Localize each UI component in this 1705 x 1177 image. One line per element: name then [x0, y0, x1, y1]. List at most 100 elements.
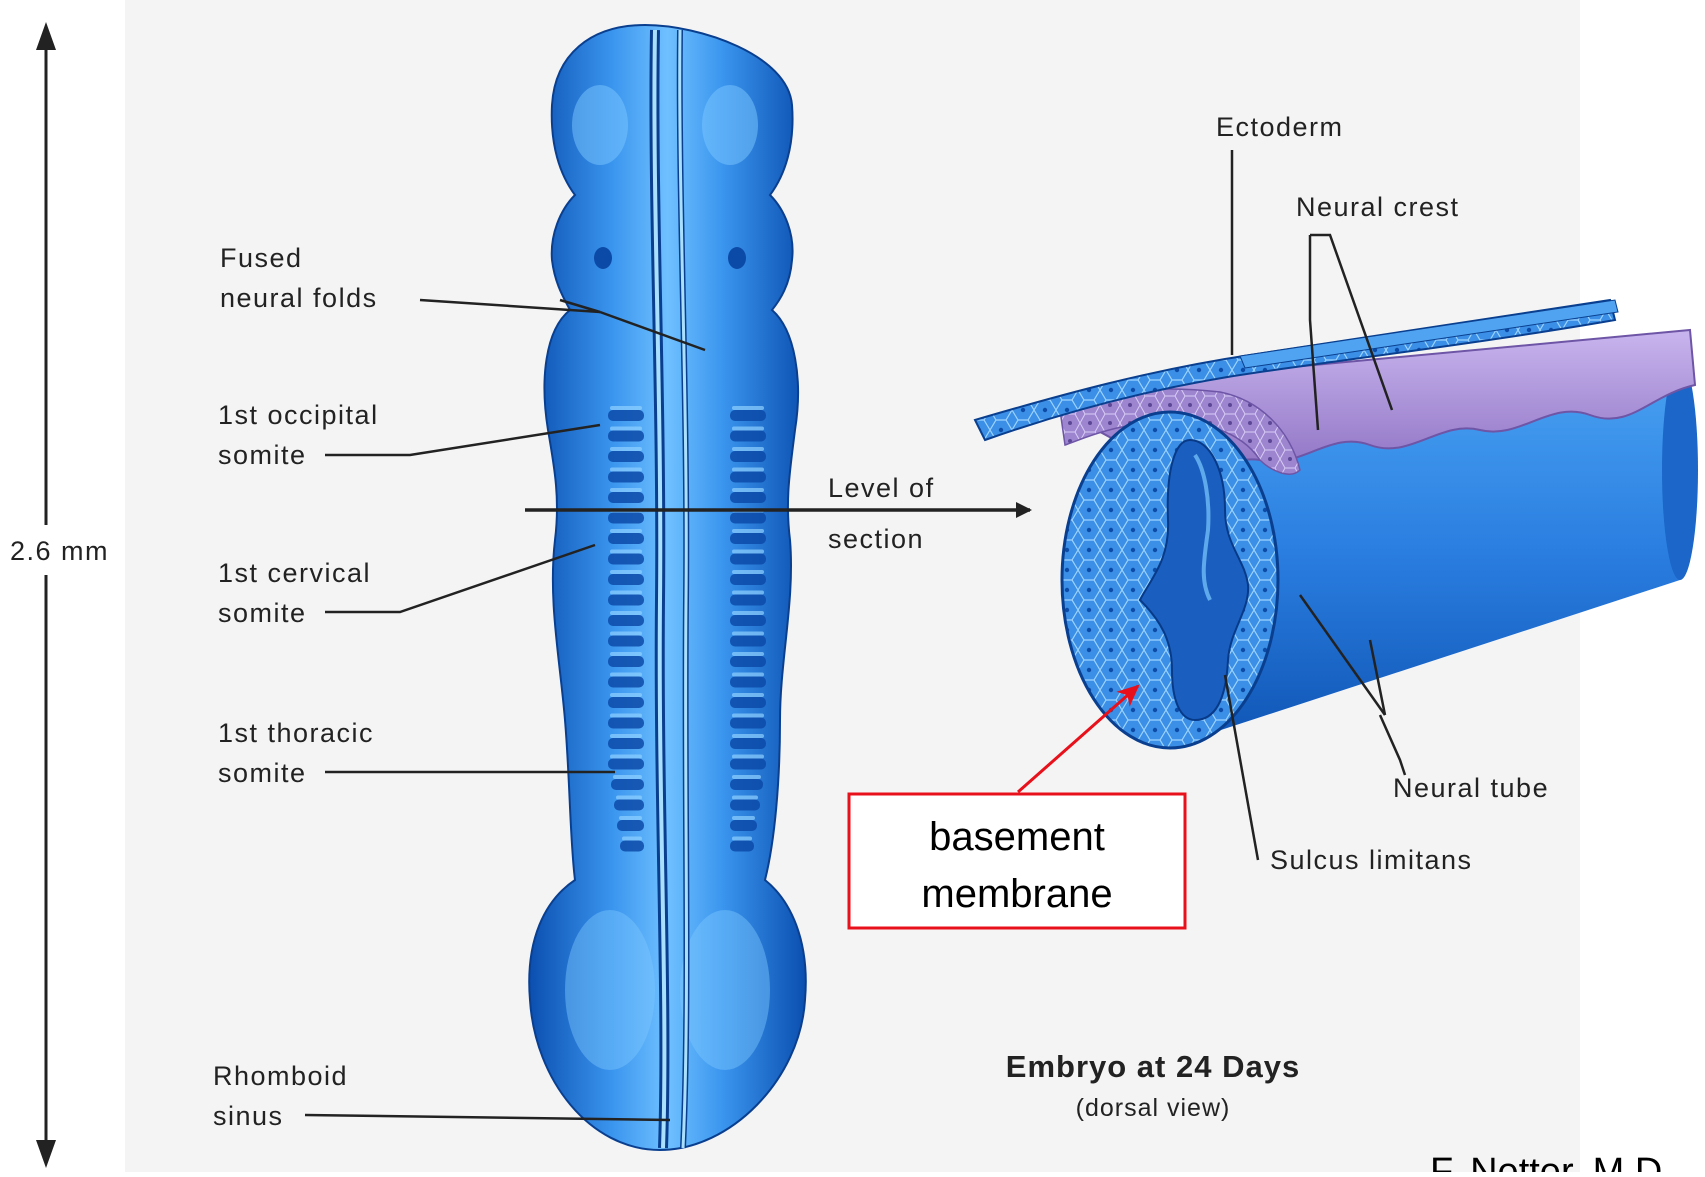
- label-thoracic-2: somite: [218, 758, 307, 788]
- somite: [608, 431, 644, 442]
- somite: [730, 410, 766, 421]
- somite: [730, 738, 766, 749]
- somite-highlight: [610, 529, 642, 533]
- somite: [730, 636, 766, 647]
- label-neural-crest: Neural crest: [1296, 192, 1460, 222]
- somite: [730, 492, 766, 503]
- scale-label: 2.6 mm: [10, 536, 109, 566]
- somite-highlight: [732, 570, 764, 574]
- somite-highlight: [610, 611, 642, 615]
- somite: [730, 554, 766, 565]
- somite: [608, 554, 644, 565]
- somite: [730, 595, 766, 606]
- label-section-2: section: [828, 524, 924, 554]
- somite: [730, 574, 766, 585]
- somite-highlight: [610, 447, 642, 451]
- somite-highlight: [732, 796, 758, 800]
- somite-highlight: [610, 550, 642, 554]
- somite: [730, 718, 766, 729]
- somite: [608, 738, 644, 749]
- somite: [730, 451, 766, 462]
- somite: [730, 677, 766, 688]
- somite-highlight: [732, 406, 764, 410]
- somite-highlight: [610, 652, 642, 656]
- somite-highlight: [732, 652, 764, 656]
- label-sulcus-limitans: Sulcus limitans: [1270, 845, 1473, 875]
- label-fused-2: neural folds: [220, 283, 378, 313]
- somite-highlight: [732, 775, 761, 779]
- somite-highlight: [616, 796, 642, 800]
- somite: [608, 615, 644, 626]
- artist-credit: F. Netter, M.D.: [1430, 1151, 1673, 1172]
- somite: [608, 574, 644, 585]
- label-occipital-2: somite: [218, 440, 307, 470]
- somite-highlight: [732, 755, 764, 759]
- somite-highlight: [610, 488, 642, 492]
- somite: [608, 451, 644, 462]
- somite: [608, 759, 644, 770]
- somite-highlight: [732, 734, 764, 738]
- somite: [608, 636, 644, 647]
- somite-highlight: [610, 693, 642, 697]
- label-rhomboid-1: Rhomboid: [213, 1061, 348, 1091]
- somite-highlight: [610, 570, 642, 574]
- somite-highlight: [613, 775, 642, 779]
- label-section-1: Level of: [828, 473, 935, 503]
- somite: [730, 841, 754, 852]
- somite: [608, 533, 644, 544]
- somite: [730, 800, 760, 811]
- somite: [608, 718, 644, 729]
- somite-highlight: [610, 591, 642, 595]
- somite-highlight: [610, 468, 642, 472]
- label-cervical-2: somite: [218, 598, 307, 628]
- callout-line-2: membrane: [921, 872, 1112, 916]
- somite-highlight: [732, 529, 764, 533]
- somite-highlight: [610, 755, 642, 759]
- somite: [608, 492, 644, 503]
- somite: [730, 533, 766, 544]
- somite-highlight: [732, 488, 764, 492]
- somite-highlight: [732, 714, 764, 718]
- somite-highlight: [610, 406, 642, 410]
- somite-highlight: [610, 632, 642, 636]
- somite: [611, 779, 644, 790]
- somite: [730, 513, 766, 524]
- somite: [730, 615, 766, 626]
- somite-highlight: [732, 632, 764, 636]
- somite: [730, 656, 766, 667]
- label-neural-tube: Neural tube: [1393, 773, 1549, 803]
- somite: [620, 841, 644, 852]
- somite-highlight: [732, 693, 764, 697]
- somite: [617, 820, 644, 831]
- somite: [608, 677, 644, 688]
- label-fused-1: Fused: [220, 243, 303, 273]
- somite: [730, 820, 757, 831]
- callout-line-1: basement: [929, 815, 1105, 859]
- somite: [608, 697, 644, 708]
- figure-title: Embryo at 24 Days: [1006, 1049, 1300, 1084]
- somite-highlight: [732, 673, 764, 677]
- label-occipital-1: 1st occipital: [218, 400, 379, 430]
- somite: [730, 431, 766, 442]
- somite: [730, 697, 766, 708]
- somite-highlight: [732, 427, 764, 431]
- somite: [614, 800, 644, 811]
- label-rhomboid-2: sinus: [213, 1101, 284, 1131]
- somite-highlight: [732, 591, 764, 595]
- somite: [608, 513, 644, 524]
- somite: [608, 656, 644, 667]
- somite-highlight: [610, 714, 642, 718]
- somite: [730, 472, 766, 483]
- somite-highlight: [732, 837, 752, 841]
- somite-highlight: [622, 837, 642, 841]
- somite: [608, 410, 644, 421]
- somite-highlight: [732, 611, 764, 615]
- somite-highlight: [610, 673, 642, 677]
- somite-highlight: [610, 427, 642, 431]
- label-ectoderm: Ectoderm: [1216, 112, 1344, 142]
- somite-highlight: [732, 447, 764, 451]
- somite: [608, 472, 644, 483]
- somite: [608, 595, 644, 606]
